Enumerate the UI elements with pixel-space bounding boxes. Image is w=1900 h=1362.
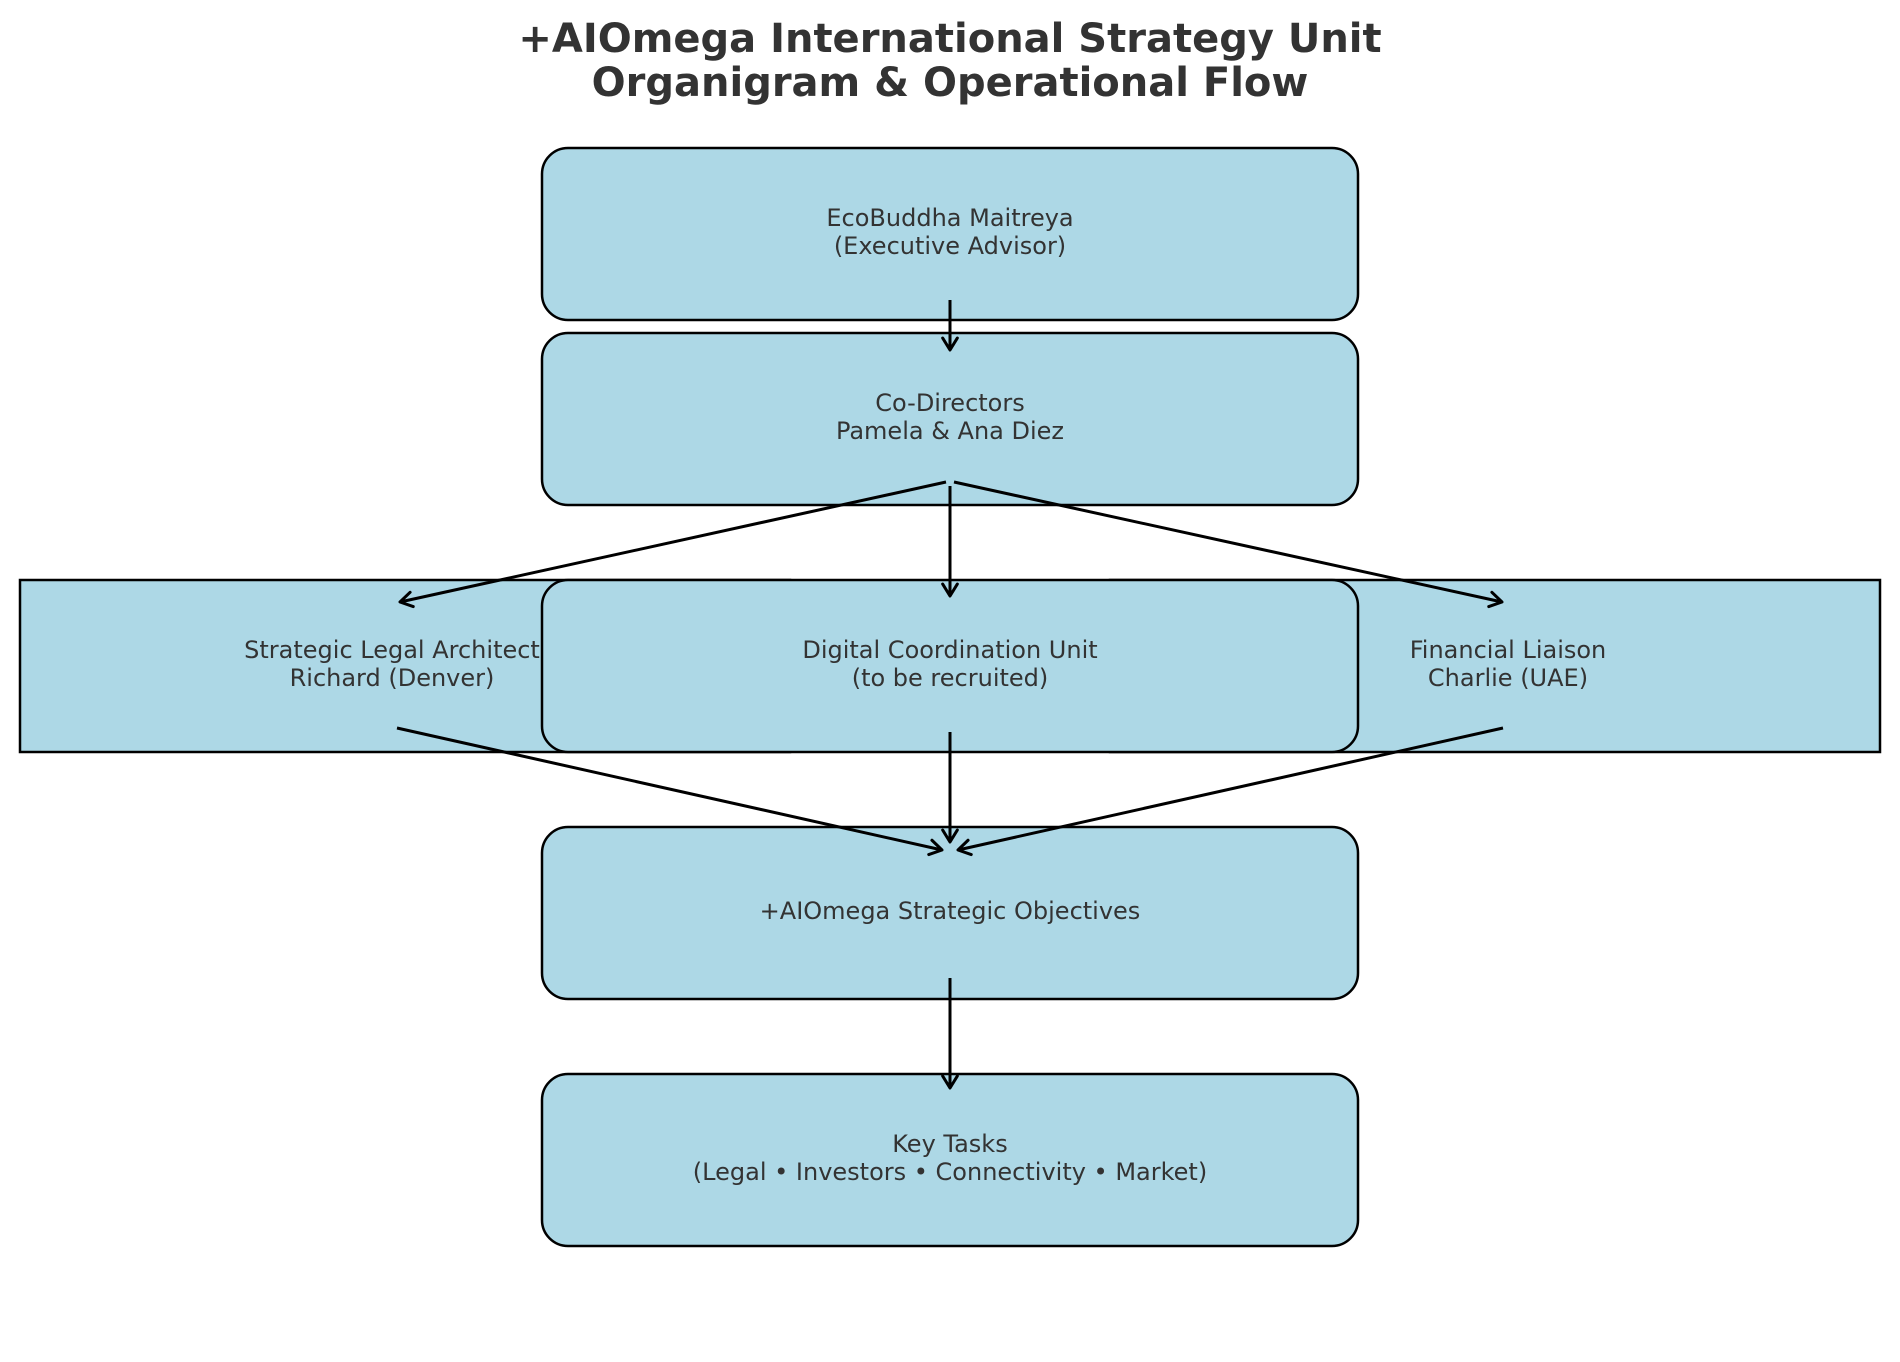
edge-line (399, 480, 947, 604)
node-label-digital-coordination-line-1: Digital Coordination Unit (802, 636, 1097, 664)
title-line-1: +AIOmega International Strategy Unit (518, 16, 1381, 62)
node-label-financial-liaison-line-1: Financial Liaison (1410, 636, 1607, 664)
edge-layer (396, 300, 1504, 1090)
edge-line (396, 726, 943, 852)
arrowhead-icon (941, 828, 959, 844)
node-strategic-objectives: +AIOmega Strategic Objectives (540, 825, 1360, 1001)
node-label-co-directors-line-1: Co-Directors (875, 389, 1024, 417)
node-label-financial-liaison-line-2: Charlie (UAE) (1428, 664, 1588, 692)
node-label-executive-advisor-line-2: (Executive Advisor) (834, 232, 1066, 260)
node-label-legal-architect-line-1: Strategic Legal Architect (244, 636, 540, 664)
arrowhead-icon (956, 838, 973, 857)
edge-digital-coordination-to-strategic-objectives (941, 732, 959, 844)
edge-line (953, 480, 1503, 604)
arrowhead-icon (941, 582, 959, 598)
edge-legal-architect-to-strategic-objectives (396, 726, 944, 857)
arrowhead-icon (941, 1074, 959, 1090)
diagram-title: +AIOmega International Strategy Unit Org… (518, 16, 1381, 106)
title-line-2: Organigram & Operational Flow (592, 60, 1309, 106)
arrowhead-icon (927, 838, 944, 857)
edge-co-directors-to-financial-liaison (953, 480, 1504, 609)
node-label-co-directors-line-2: Pamela & Ana Diez (836, 417, 1064, 445)
node-executive-advisor: EcoBuddha Maitreya(Executive Advisor) (540, 146, 1360, 322)
node-label-key-tasks-line-2: (Legal • Investors • Connectivity • Mark… (693, 1158, 1207, 1186)
node-label-digital-coordination-line-2: (to be recruited) (852, 664, 1049, 692)
arrowhead-icon (941, 336, 959, 352)
node-label-legal-architect-line-2: Richard (Denver) (290, 664, 495, 692)
edge-co-directors-to-legal-architect (398, 480, 947, 609)
node-layer: EcoBuddha Maitreya(Executive Advisor)Co-… (18, 146, 1882, 1248)
edge-line (957, 726, 1504, 852)
node-digital-coordination: Digital Coordination Unit(to be recruite… (540, 578, 1360, 754)
edge-co-directors-to-digital-coordination (941, 486, 959, 598)
arrowhead-icon (1487, 590, 1504, 609)
node-label-key-tasks-line-1: Key Tasks (892, 1130, 1007, 1158)
arrowhead-icon (398, 590, 415, 609)
node-label-executive-advisor-line-1: EcoBuddha Maitreya (826, 204, 1073, 232)
node-key-tasks: Key Tasks(Legal • Investors • Connectivi… (540, 1072, 1360, 1248)
edge-executive-advisor-to-co-directors (941, 300, 959, 352)
edge-strategic-objectives-to-key-tasks (941, 978, 959, 1090)
node-label-strategic-objectives-line-1: +AIOmega Strategic Objectives (760, 897, 1141, 925)
edge-financial-liaison-to-strategic-objectives (956, 726, 1504, 857)
